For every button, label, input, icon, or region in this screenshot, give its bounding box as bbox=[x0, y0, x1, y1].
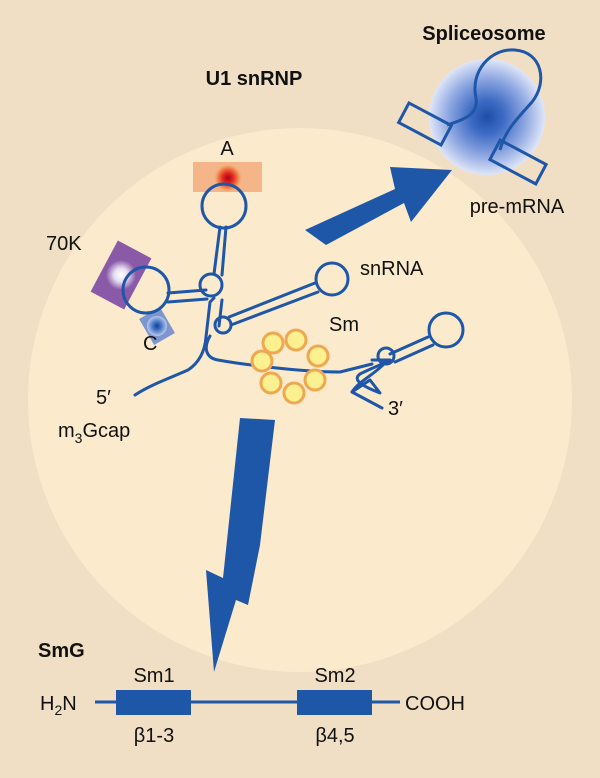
pre-mrna-strand bbox=[446, 48, 543, 151]
arrow-to-smg bbox=[206, 418, 275, 672]
five-prime-label: 5′ bbox=[96, 387, 111, 409]
protein-70k-label: 70K bbox=[46, 233, 82, 255]
smg-domain-sm2 bbox=[297, 690, 372, 715]
arm-snrna bbox=[227, 281, 320, 327]
sm-ring bbox=[250, 328, 330, 405]
protein-c-blob bbox=[147, 316, 167, 336]
sm1-strands-label: β1-3 bbox=[134, 725, 174, 747]
spliceosome-halo bbox=[429, 59, 545, 175]
smg-n-terminus: H2N bbox=[40, 693, 77, 718]
internal-loop bbox=[198, 272, 224, 298]
sm-label: Sm bbox=[329, 314, 359, 336]
stem-3prime-hairpin bbox=[388, 335, 435, 364]
loop-snrna bbox=[314, 261, 350, 297]
sm-protein-5 bbox=[282, 381, 306, 405]
protein-70k-blob bbox=[106, 260, 136, 290]
sm-protein-6 bbox=[259, 371, 283, 395]
pre-mrna-exon-right bbox=[487, 138, 549, 186]
spliceosome-title: Spliceosome bbox=[422, 23, 545, 45]
smg-domain-sm1 bbox=[116, 690, 191, 715]
u1-snrnp-title: U1 snRNP bbox=[206, 68, 303, 90]
sm1-label: Sm1 bbox=[133, 665, 174, 687]
tail-3prime bbox=[350, 362, 386, 410]
loop-70k bbox=[121, 265, 171, 315]
protein-c-label: C bbox=[143, 333, 157, 355]
three-prime-label: 3′ bbox=[388, 398, 403, 420]
smg-title: SmG bbox=[38, 640, 85, 662]
stem-a-side bbox=[217, 298, 224, 328]
sm-protein-4 bbox=[303, 368, 327, 392]
sm2-strands-label: β4,5 bbox=[315, 725, 354, 747]
protein-a-label: A bbox=[220, 138, 234, 160]
sm-protein-3 bbox=[306, 344, 330, 368]
loop-a bbox=[200, 182, 248, 230]
stem-a bbox=[204, 296, 216, 339]
smg-c-terminus: COOH bbox=[405, 693, 465, 715]
sm-protein-7 bbox=[250, 349, 274, 373]
cap-label: m3Gcap bbox=[58, 420, 130, 446]
pre-mrna-label: pre-mRNA bbox=[470, 196, 565, 218]
snrna-5prime-tail bbox=[133, 335, 208, 397]
small-3prime-loop bbox=[376, 346, 396, 366]
arm-70k bbox=[166, 288, 209, 304]
sm-protein-1 bbox=[261, 331, 285, 355]
snrna-label: snRNA bbox=[360, 258, 424, 280]
arrow-to-spliceosome bbox=[305, 167, 452, 245]
sm-protein-2 bbox=[284, 328, 308, 352]
snrna-structure bbox=[121, 182, 465, 410]
loop-3prime bbox=[427, 311, 465, 349]
sm2-label: Sm2 bbox=[314, 665, 355, 687]
pre-mrna-exon-left bbox=[396, 100, 454, 148]
stem-a-upper bbox=[212, 225, 228, 277]
